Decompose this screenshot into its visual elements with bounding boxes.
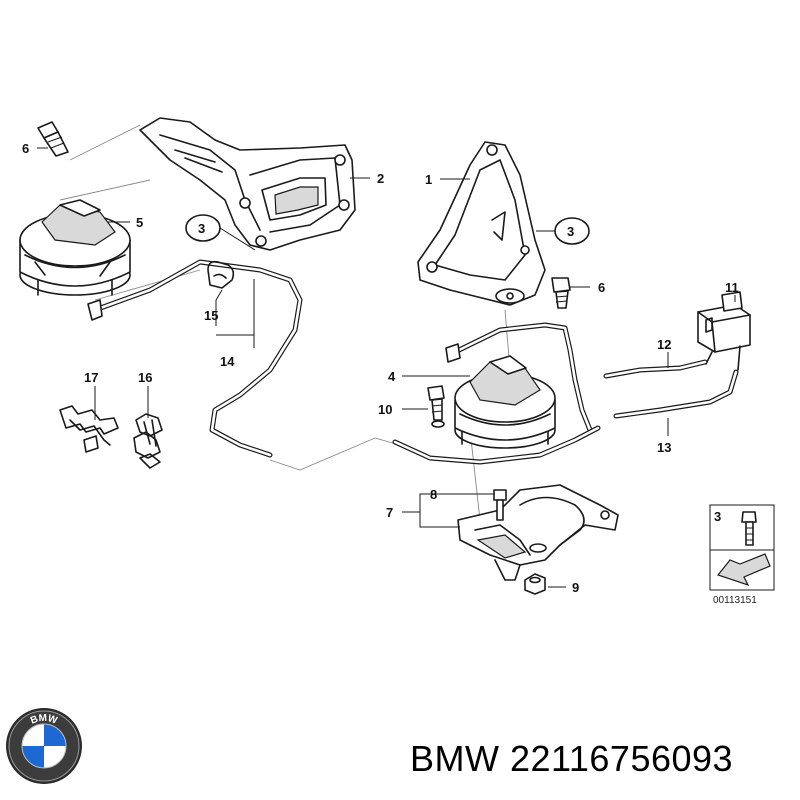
callout-11: 11 [725,280,739,295]
callout-3-right: 3 [567,224,574,239]
bolt-8 [493,489,507,521]
callout-14: 14 [220,354,235,369]
clip-15 [207,260,235,289]
bracket-2 [139,117,356,251]
callout-2: 2 [377,171,384,186]
hose-14 [87,259,303,458]
bolt-6-left [37,121,69,157]
ref-circle-3-left [185,214,221,242]
bolt-10 [427,385,445,428]
callout-15: 15 [204,308,218,323]
part-number-caption: BMW 22116756093 [410,738,734,779]
callout-8: 8 [430,487,437,502]
callout-10: 10 [378,402,392,417]
callout-16: 16 [138,370,152,385]
inset-ref-number: 3 [714,509,721,524]
drawing-code: 00113151 [713,595,757,606]
bolt-6-right [551,277,571,309]
callout-1: 1 [425,172,432,187]
callout-7: 7 [386,505,393,520]
callout-9: 9 [572,580,579,595]
callout-5: 5 [136,215,143,230]
plate-7 [457,484,619,581]
clip-16 [133,413,163,469]
callout-4: 4 [388,369,396,384]
hose-13 [613,369,739,419]
engine-mount-5 [19,199,131,296]
callout-6-right: 6 [598,280,605,295]
bmw-logo: BMW [6,708,82,784]
hose-right [392,322,601,465]
callout-17: 17 [84,370,98,385]
nut-9 [524,573,546,595]
clip-17 [59,405,119,453]
callout-3-left: 3 [198,221,205,236]
callout-12: 12 [657,337,671,352]
arrow-icon [716,553,771,587]
hose-12 [603,359,708,379]
bracket-1 [417,141,546,306]
engine-mount-4 [454,355,556,449]
ref-circle-3-right [554,217,590,245]
logo-lettering: BMW [29,713,59,727]
valve-11 [697,291,751,371]
callout-13: 13 [657,440,671,455]
callout-6-left: 6 [22,141,29,156]
inset-reference-box: 3 00113151 [709,504,775,606]
leader-lines [37,147,736,588]
